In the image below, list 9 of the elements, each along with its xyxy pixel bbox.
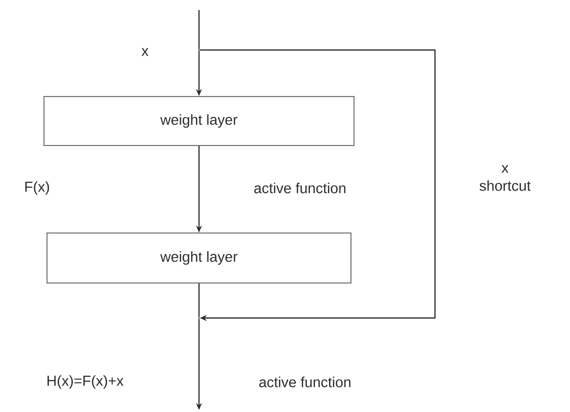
layer-box: weight layer	[46, 232, 352, 284]
layer-box: weight layer	[44, 96, 354, 146]
signal-label: H(x)=F(x)+x	[48, 375, 124, 389]
signal-label: x	[142, 48, 148, 56]
arrow	[200, 49, 436, 322]
signal-label: F(x)	[25, 181, 49, 195]
edge-label: active function	[258, 376, 352, 388]
edge-label: active function	[252, 182, 348, 194]
edge-label: x shortcut	[478, 164, 532, 192]
